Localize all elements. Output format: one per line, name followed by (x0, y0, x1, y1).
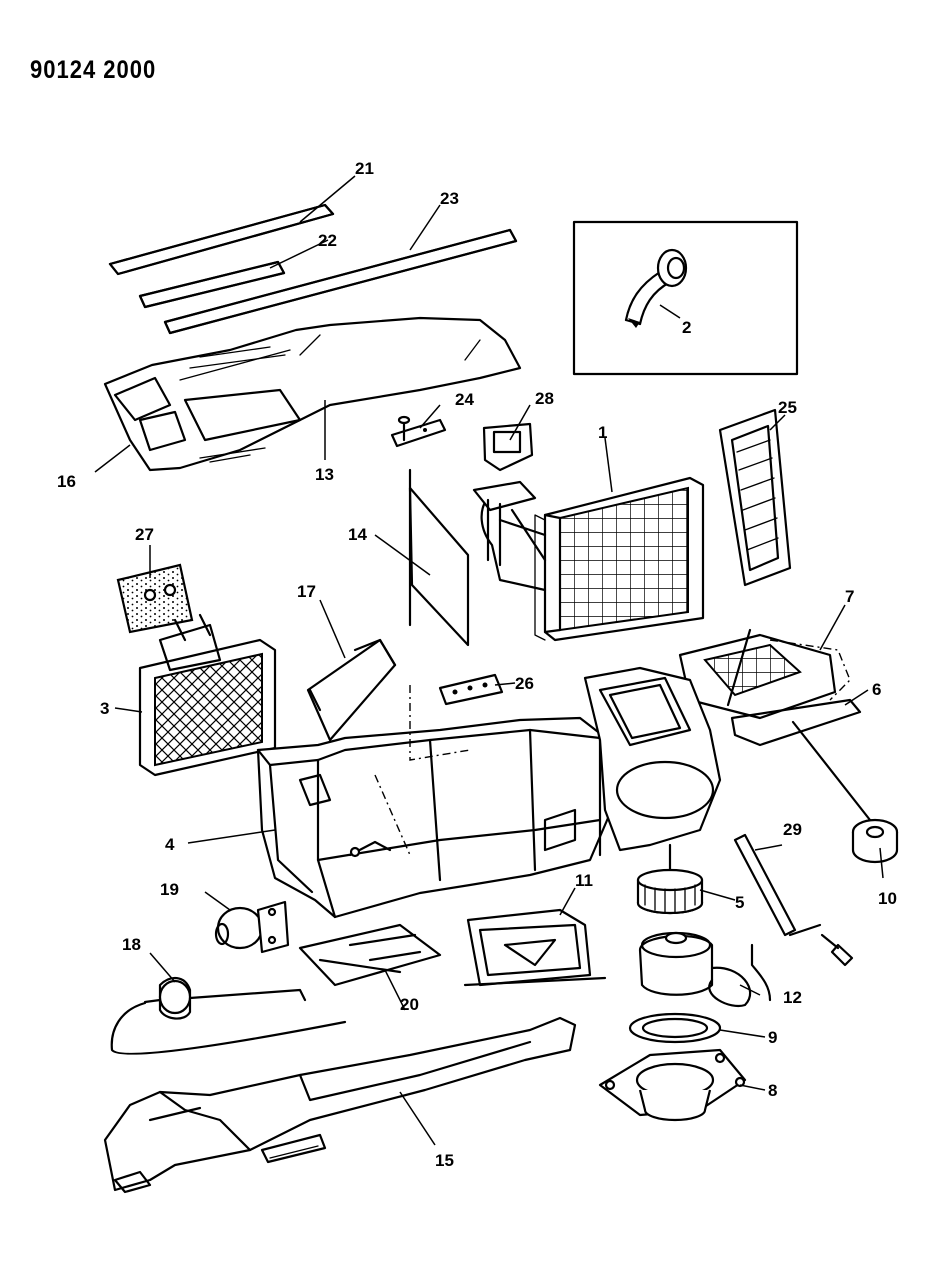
callout-23: 23 (440, 189, 459, 208)
defrost-door-17 (306, 638, 397, 742)
callout-8: 8 (768, 1081, 777, 1100)
callout-16: 16 (57, 472, 76, 491)
outlet-7 (678, 628, 851, 720)
seal-ring-9 (628, 1012, 722, 1044)
callout-27: 27 (135, 525, 154, 544)
callout-21: 21 (355, 159, 374, 178)
callout-9: 9 (768, 1028, 777, 1047)
seal-27 (116, 563, 194, 634)
callout-25: 25 (778, 398, 797, 417)
gasket-28 (482, 422, 534, 472)
mode-door-20 (298, 923, 442, 987)
callout-28: 28 (535, 389, 554, 408)
callout-24: 24 (455, 390, 474, 409)
screw-29 (820, 933, 854, 967)
filter-frame-25 (718, 408, 792, 587)
clip-26 (438, 673, 504, 706)
callout-10: 10 (878, 889, 897, 908)
seal-strip-21 (108, 203, 335, 276)
callout-4: 4 (165, 835, 175, 854)
floor-duct-15 (103, 1016, 577, 1194)
heater-housing-4 (256, 685, 622, 919)
blower-motor-12 (638, 931, 772, 1008)
callout-3: 3 (100, 699, 109, 718)
callout-22: 22 (318, 231, 337, 250)
inset-box (572, 220, 799, 376)
callout-7: 7 (845, 587, 854, 606)
callout-14: 14 (348, 525, 367, 544)
callout-5: 5 (735, 893, 744, 912)
callout-12: 12 (783, 988, 802, 1007)
callout-11: 11 (575, 871, 593, 890)
vacuum-actuator-10 (791, 720, 899, 864)
heater-core-3 (138, 613, 277, 777)
callout-17: 17 (297, 582, 316, 601)
callout-6: 6 (872, 680, 881, 699)
bracket-24 (390, 415, 447, 448)
top-cover-13-16 (103, 316, 522, 472)
callout-2: 2 (682, 318, 691, 337)
page-id: 90124 2000 (30, 55, 157, 84)
callout-29: 29 (783, 820, 802, 839)
callout-26: 26 (515, 674, 534, 693)
seal-strip-22 (138, 260, 286, 309)
leader-lines (94, 175, 884, 1146)
vacuum-actuator-18 (110, 977, 347, 1055)
recirc-door-11 (463, 908, 607, 987)
callout-1: 1 (598, 423, 607, 442)
vacuum-actuator-19 (214, 900, 290, 954)
evaporator-core-1 (472, 476, 705, 642)
callout-15: 15 (435, 1151, 454, 1170)
motor-mount-plate-8 (598, 1048, 747, 1122)
callout-19: 19 (160, 880, 179, 899)
blower-wheel-5 (636, 843, 704, 915)
blend-door-14 (408, 468, 470, 647)
callout-18: 18 (122, 935, 141, 954)
blower-housing (583, 666, 722, 852)
bracket-29 (733, 833, 822, 937)
callout-20: 20 (400, 995, 419, 1014)
callout-labels: 1 2 3 4 5 6 7 8 9 10 11 12 13 14 15 16 1… (57, 159, 897, 1170)
gasket-6 (730, 698, 862, 747)
seal-strip-23 (163, 228, 518, 335)
callout-13: 13 (315, 465, 334, 484)
